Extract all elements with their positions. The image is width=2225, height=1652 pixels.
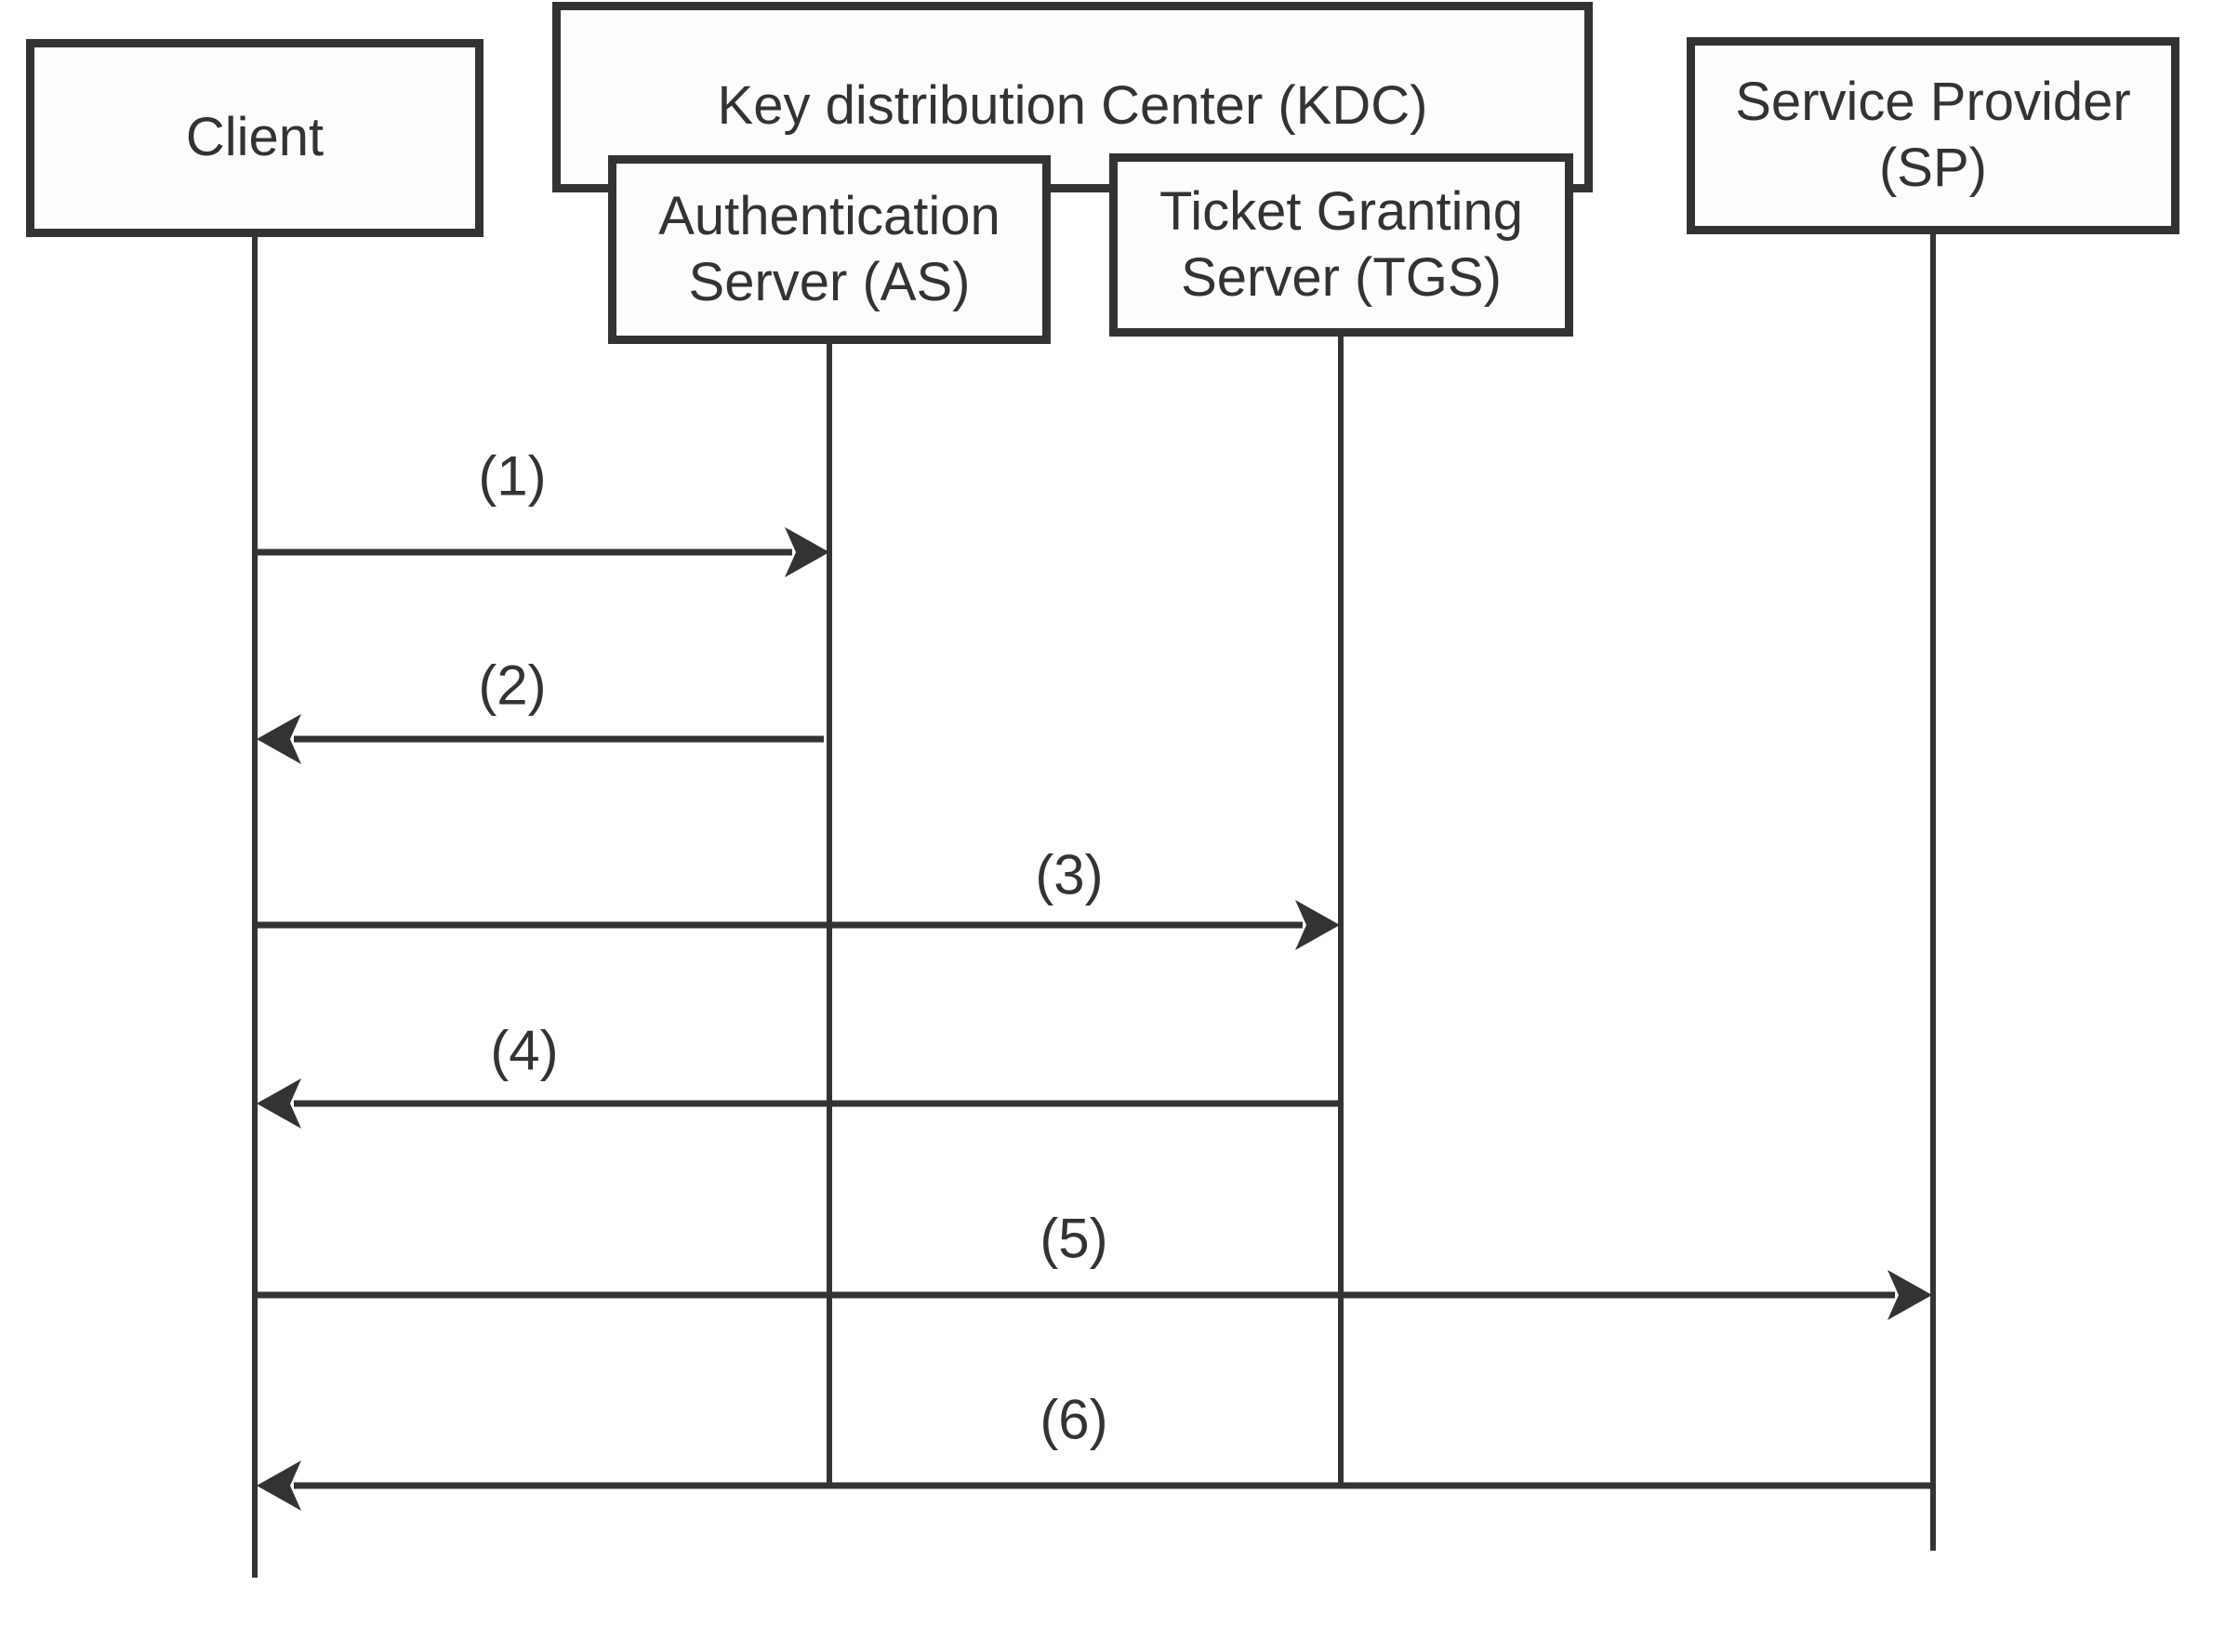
ticket-granting-server-label: Ticket Granting Server (TGS)	[1159, 180, 1524, 308]
message-4-label: (4)	[490, 1019, 559, 1082]
message-3-label: (3)	[1035, 843, 1104, 906]
arrow-2-head	[257, 714, 301, 764]
kdc-label: Key distribution Center (KDC)	[717, 75, 1428, 136]
arrow-3-head	[1295, 900, 1340, 950]
message-2-label: (2)	[478, 654, 547, 717]
service-provider-label: Service Provider (SP)	[1735, 72, 2131, 198]
message-6-label: (6)	[1040, 1388, 1108, 1451]
arrow-4-head	[257, 1078, 301, 1129]
authentication-server-box: Authentication Server (AS)	[608, 155, 1051, 344]
ticket-granting-server-box: Ticket Granting Server (TGS)	[1109, 153, 1573, 337]
arrow-6-head	[257, 1460, 301, 1511]
message-5-label: (5)	[1040, 1207, 1108, 1270]
client-label: Client	[185, 107, 324, 168]
arrow-5-head	[1887, 1270, 1932, 1320]
authentication-server-label: Authentication Server (AS)	[658, 185, 1000, 312]
client-box: Client	[26, 39, 483, 237]
service-provider-box: Service Provider (SP)	[1687, 37, 2179, 234]
arrow-1-head	[785, 527, 829, 577]
message-1-label: (1)	[478, 444, 547, 508]
